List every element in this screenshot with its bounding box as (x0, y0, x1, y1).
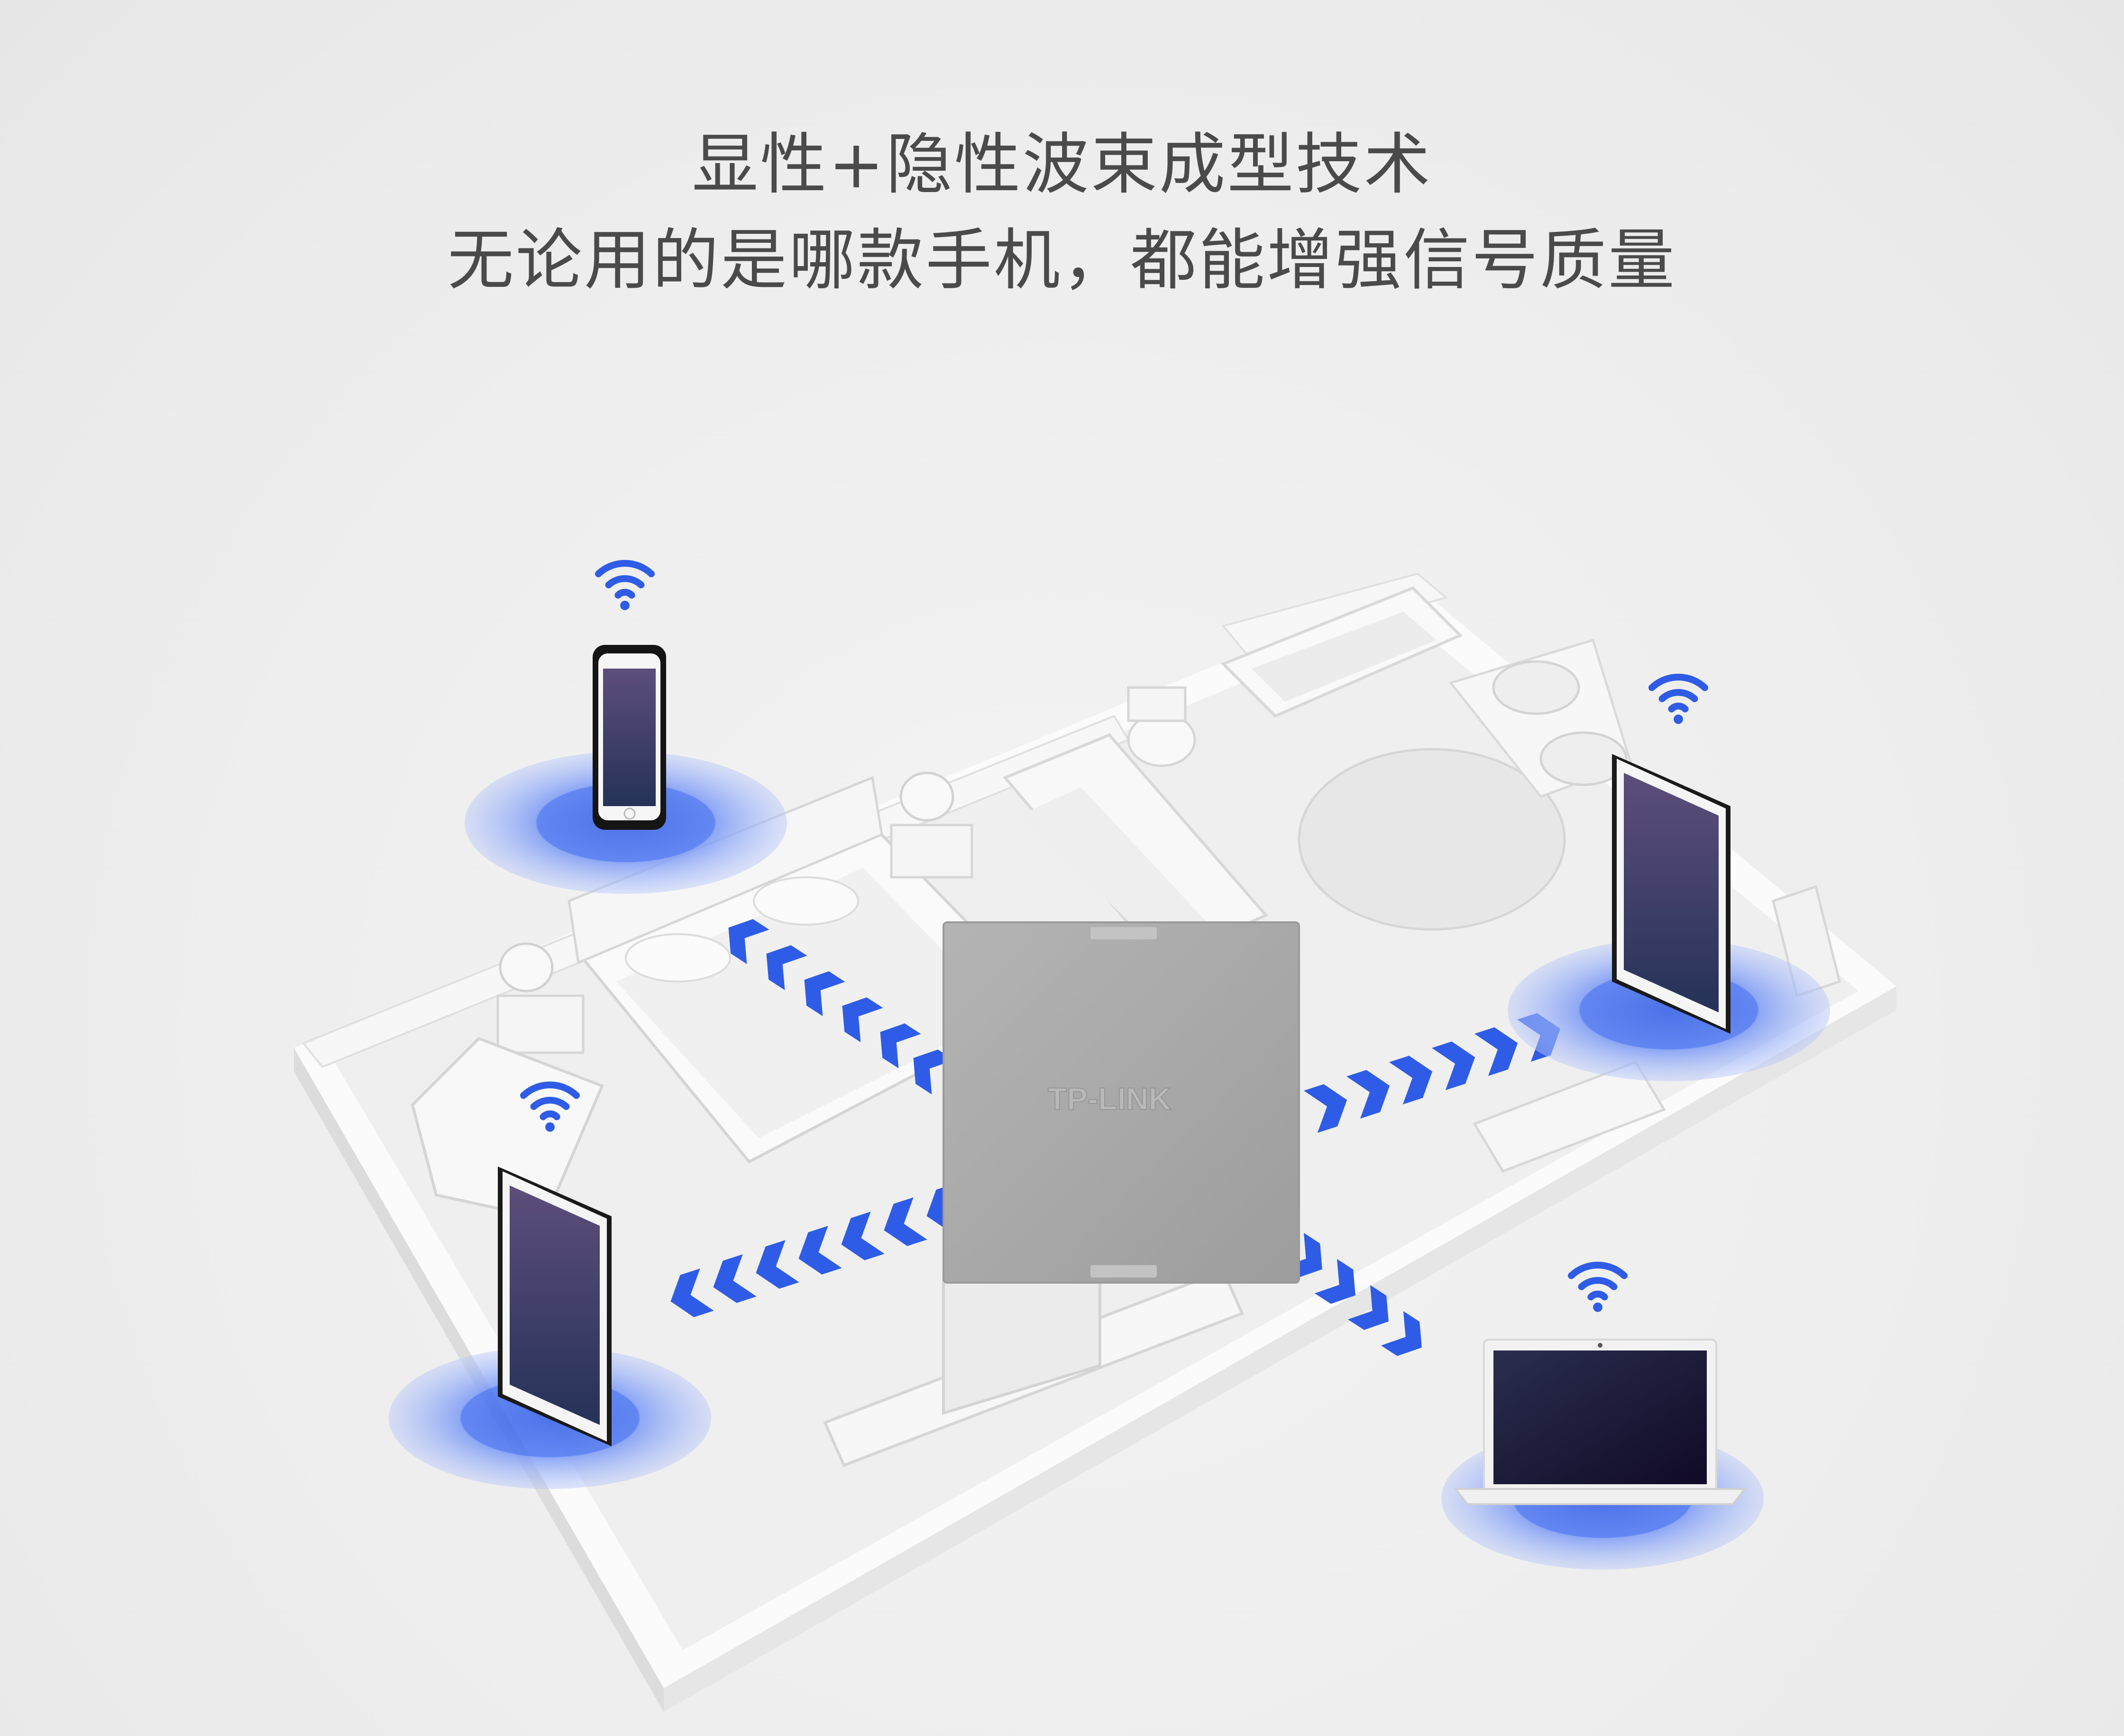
headline-title: 显性+隐性波束成型技术 (692, 126, 1432, 203)
wifi-icon (1652, 677, 1705, 724)
client-tablet-right (1508, 677, 1830, 1081)
access-point-panel: TP-LINK (943, 921, 1300, 1284)
headline-subtitle: 无论用的是哪款手机，都能增强信号质量 (447, 222, 1676, 299)
wifi-icon (1571, 1265, 1624, 1312)
wifi-icon (598, 563, 651, 610)
device-brand-mark: TP-LINK (1048, 1081, 1172, 1116)
client-tablet-left (389, 1085, 711, 1489)
client-phone (465, 563, 787, 894)
client-laptop (1441, 1265, 1764, 1570)
